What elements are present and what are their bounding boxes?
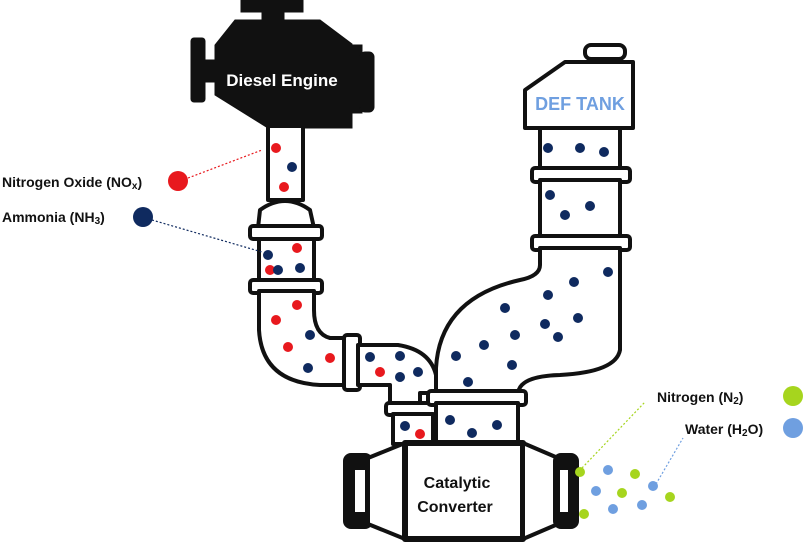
nox-dot (265, 265, 275, 275)
nox-dot (292, 243, 302, 253)
ammonia-dot (451, 351, 461, 361)
ammonia-dot (540, 319, 550, 329)
ammonia-dot (599, 147, 609, 157)
nox-dot (279, 182, 289, 192)
ammonia-dot (492, 420, 502, 430)
ammonia-dot (560, 210, 570, 220)
nox-dot (325, 353, 335, 363)
ammonia-dot (400, 421, 410, 431)
nitrogen-dot (630, 469, 640, 479)
ammonia-dot (395, 372, 405, 382)
nox-dot (292, 300, 302, 310)
catalytic-converter (343, 440, 579, 542)
diesel-engine (190, 0, 375, 129)
nitrogen-dot (665, 492, 675, 502)
nitrogen-legend-dot (783, 386, 803, 406)
nox-dot (271, 143, 281, 153)
molecules-nitrogen (575, 467, 675, 519)
engine-label: Diesel Engine (226, 71, 337, 90)
water-legend-label: Water (H2O) (685, 421, 763, 439)
nitrogen-dot (617, 488, 627, 498)
ammonia-leader-line (151, 219, 263, 253)
ammonia-dot (273, 265, 283, 275)
ammonia-dot (395, 351, 405, 361)
molecules-nox (265, 143, 425, 439)
converter-label-line1: Catalytic (424, 475, 491, 492)
nitrogen-legend-label: Nitrogen (N2) (657, 389, 743, 407)
legend: Nitrogen Oxide (NOx) Ammonia (NH3) Nitro… (2, 149, 803, 485)
nitrogen-dot (579, 509, 589, 519)
nox-dot (375, 367, 385, 377)
ammonia-dot (500, 303, 510, 313)
nox-dot (283, 342, 293, 352)
ammonia-dot (575, 143, 585, 153)
ammonia-dot (543, 143, 553, 153)
water-dot (608, 504, 618, 514)
legend-water: Water (H2O) (655, 418, 803, 485)
water-dot (637, 500, 647, 510)
water-dot (648, 481, 658, 491)
nitrogen-dot (575, 467, 585, 477)
nitrogen-leader-line (581, 401, 646, 469)
nox-leader-line (187, 149, 263, 179)
legend-nox: Nitrogen Oxide (NOx) (2, 149, 263, 192)
ammonia-dot (303, 363, 313, 373)
nox-legend-dot (168, 171, 188, 191)
legend-ammonia: Ammonia (NH3) (2, 207, 263, 253)
nox-dot (271, 315, 281, 325)
nox-legend-label: Nitrogen Oxide (NOx) (2, 174, 142, 192)
def-tank (523, 43, 635, 130)
ammonia-dot (573, 313, 583, 323)
water-legend-dot (783, 418, 803, 438)
ammonia-dot (467, 428, 477, 438)
ammonia-dot (507, 360, 517, 370)
def-tank-label: DEF TANK (535, 94, 625, 114)
ammonia-dot (603, 267, 613, 277)
ammonia-dot (413, 367, 423, 377)
water-leader-line (655, 437, 684, 485)
ammonia-dot (305, 330, 315, 340)
converter-label-line2: Converter (417, 499, 493, 516)
ammonia-dot (479, 340, 489, 350)
molecules-water (591, 465, 658, 514)
ammonia-dot (585, 201, 595, 211)
ammonia-dot (445, 415, 455, 425)
ammonia-dot (365, 352, 375, 362)
legend-nitrogen: Nitrogen (N2) (581, 386, 803, 469)
ammonia-dot (463, 377, 473, 387)
water-dot (603, 465, 613, 475)
ammonia-dot (510, 330, 520, 340)
ammonia-legend-label: Ammonia (NH3) (2, 209, 105, 227)
molecules-ammonia (263, 143, 613, 438)
ammonia-dot (543, 290, 553, 300)
nox-dot (415, 429, 425, 439)
ammonia-dot (295, 263, 305, 273)
ammonia-dot (569, 277, 579, 287)
ammonia-dot (287, 162, 297, 172)
water-dot (591, 486, 601, 496)
ammonia-dot (263, 250, 273, 260)
ammonia-dot (553, 332, 563, 342)
ammonia-dot (545, 190, 555, 200)
ammonia-legend-dot (133, 207, 153, 227)
